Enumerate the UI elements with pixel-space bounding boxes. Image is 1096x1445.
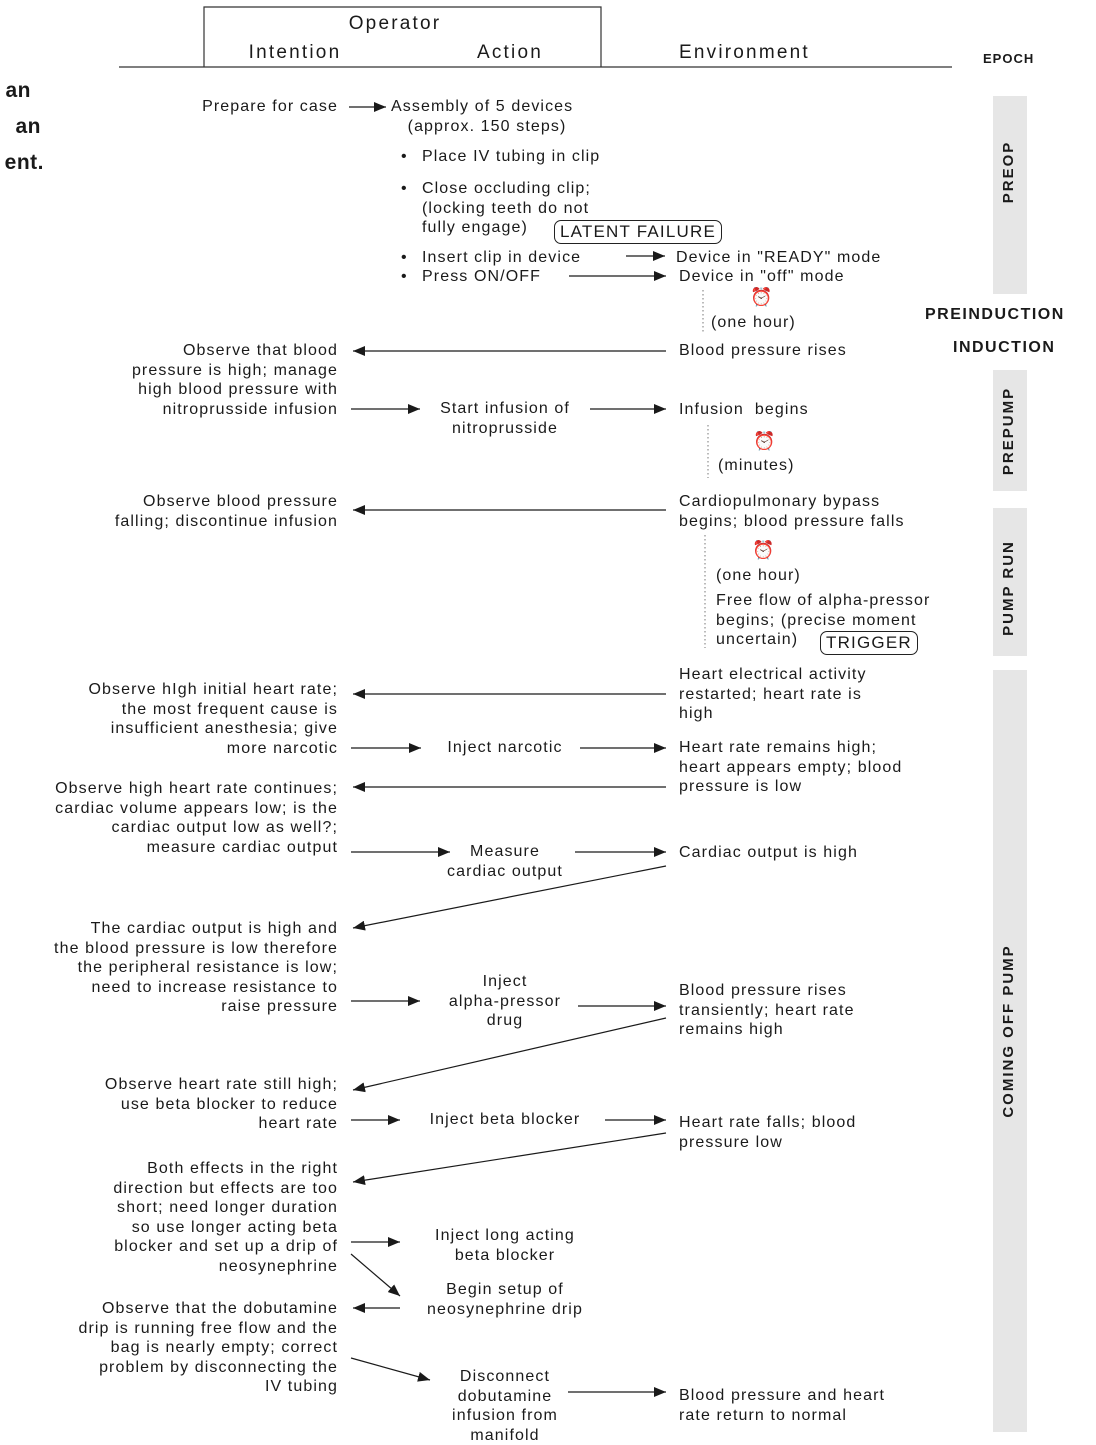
action-inject-alpha: Inject alpha-pressor drug: [448, 973, 562, 1029]
epoch-bar-coming-off-pump: [993, 670, 1027, 1432]
latent-failure-tag: LATENT FAILURE: [554, 220, 722, 244]
bullet-4: •: [401, 268, 408, 285]
epoch-bar-pump-run: [993, 508, 1027, 656]
intention-narcotic: Observe hIgh initial heart rate; the mos…: [88, 681, 338, 757]
trigger-tag: TRIGGER: [820, 631, 918, 655]
env-bypass-begins: Cardiopulmonary bypass begins; blood pre…: [679, 493, 905, 530]
arrow-correct-to-disconnect: [350, 1357, 431, 1382]
cutoff-text-3: ent.: [4, 151, 44, 174]
intention-prepare: Prepare for case: [202, 98, 338, 115]
bullet-3: •: [401, 249, 408, 266]
intention-measure: Observe high heart rate continues; cardi…: [55, 780, 338, 856]
epoch-induction: INDUCTION: [953, 339, 1056, 356]
action-step-insert-clip: Insert clip in device: [422, 249, 582, 266]
epoch-bar-prepump: [993, 370, 1027, 491]
arrow-hr-falls-to-both: [352, 1132, 667, 1186]
header-intention: Intention: [248, 42, 342, 63]
env-heart-restarted: Heart electrical activity restarted; hea…: [679, 666, 867, 722]
action-step-press-onoff: Press ON/OFF: [422, 268, 541, 285]
action-inject-beta: Inject beta blocker: [429, 1111, 581, 1128]
cutoff-text-1: an: [5, 79, 31, 102]
intention-longer-acting: Both effects in the right direction but …: [113, 1160, 338, 1275]
alarm-clock-icon: ⏰: [753, 431, 776, 451]
cutoff-text-2: an: [15, 115, 41, 138]
arrows: [349, 102, 667, 1397]
intention-beta-blocker: Observe heart rate still high; use beta …: [104, 1076, 338, 1132]
bullet-1: •: [401, 148, 408, 165]
alarm-clock-icon: ⏰: [752, 540, 775, 560]
action-start-infusion: Start infusion of nitroprusside: [440, 400, 570, 437]
bullet-2: •: [401, 180, 408, 197]
action-step-place-tubing: Place IV tubing in clip: [422, 148, 601, 165]
header-operator: Operator: [348, 13, 442, 34]
env-bp-rises: Blood pressure rises: [679, 342, 847, 359]
intention-manage-bp: Observe that blood pressure is high; man…: [131, 342, 338, 418]
time-dotted-lines: [702, 290, 709, 648]
header-action: Action: [476, 42, 543, 63]
env-off-mode: Device in "off" mode: [679, 268, 845, 285]
arrow-output-high-to-observe: [352, 865, 667, 931]
env-hr-remains-high: Heart rate remains high; heart appears e…: [679, 739, 903, 795]
arrow-to-neosynephrine: [350, 1253, 401, 1297]
env-delay-one-hour-1: (one hour): [711, 314, 796, 331]
env-infusion-begins: Infusion begins: [679, 401, 809, 418]
action-inject-narcotic: Inject narcotic: [447, 739, 563, 756]
action-disconnect: Disconnect dobutamine infusion from mani…: [452, 1368, 558, 1444]
intention-discontinue: Observe blood pressure falling; disconti…: [114, 493, 338, 530]
intention-resistance: The cardiac output is high and the blood…: [54, 920, 338, 1015]
env-return-normal: Blood pressure and heart rate return to …: [679, 1387, 886, 1424]
header-environment: Environment: [679, 42, 810, 63]
intention-disconnect: Observe that the dobutamine drip is runn…: [78, 1300, 338, 1395]
env-delay-one-hour-2: (one hour): [716, 567, 801, 584]
env-free-flow: Free flow of alpha-pressor begins; (prec…: [716, 592, 931, 648]
epoch-bar-preop: [993, 96, 1027, 294]
env-ready-mode: Device in "READY" mode: [676, 249, 882, 266]
epoch-coming-off-pump: COMING OFF PUMP: [1000, 944, 1017, 1118]
action-begin-setup: Begin setup of neosynephrine drip: [427, 1281, 583, 1318]
header-frame: [119, 6, 952, 68]
action-assembly: Assembly of 5 devices (approx. 150 steps…: [391, 98, 574, 135]
env-delay-minutes: (minutes): [718, 457, 795, 474]
epoch-preinduction: PREINDUCTION: [925, 306, 1065, 323]
env-hr-falls: Heart rate falls; blood pressure low: [679, 1114, 857, 1151]
env-bp-rises-transiently: Blood pressure rises transiently; heart …: [679, 982, 855, 1038]
action-inject-long-acting: Inject long acting beta blocker: [435, 1227, 575, 1264]
alarm-clock-icon: ⏰: [750, 287, 773, 307]
env-output-high: Cardiac output is high: [679, 844, 858, 861]
epoch-prepump: PREPUMP: [1000, 386, 1017, 476]
arrow-bp-rises-to-observe-hr: [352, 1017, 667, 1093]
action-measure-output: Measure cardiac output: [447, 843, 563, 880]
epoch-pump-run: PUMP RUN: [1000, 540, 1017, 636]
operator-box: [203, 6, 602, 67]
action-step-close-clip: Close occluding clip; (locking teeth do …: [422, 180, 591, 236]
epoch-preop: PREOP: [1000, 140, 1017, 204]
header-epoch: EPOCH: [983, 51, 1035, 66]
